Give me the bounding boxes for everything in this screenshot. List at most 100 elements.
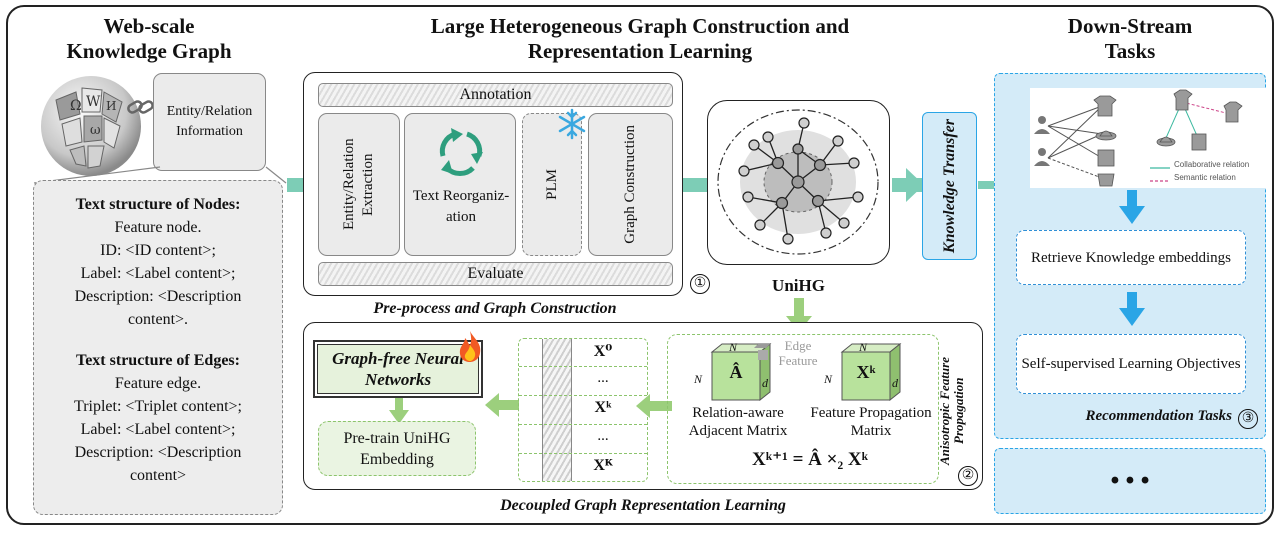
relation-aware-label: Relation-aware Adjacent Matrix	[688, 405, 788, 439]
x0-label: X⁰	[593, 343, 613, 360]
svg-text:ω: ω	[90, 123, 101, 138]
down-arrow-rec2	[1119, 292, 1145, 326]
flow-arrow-head	[906, 168, 924, 202]
step-3-badge: ③	[1238, 409, 1258, 429]
entity-extraction-text: Entity/Relation Extraction	[341, 138, 376, 231]
entity-extraction-box: Entity/Relation Extraction	[318, 113, 400, 256]
unihg-label: UniHG	[772, 276, 825, 295]
recycle-arrows-icon	[439, 128, 483, 176]
more-tasks-ellipsis: • • •	[1110, 467, 1150, 494]
middle-title: Large Heterogeneous Graph Construction a…	[300, 14, 980, 64]
graph-free-nn-text: Graph-free Neural Networks	[332, 349, 464, 389]
unihg-graph-box	[707, 100, 890, 265]
feature-stack-hatch	[542, 339, 572, 481]
user-item-graph	[1034, 89, 1243, 187]
svg-text:И: И	[106, 99, 116, 113]
ellipsis-label: ...	[597, 428, 609, 444]
left-title-line1: Web-scale	[103, 14, 195, 38]
left-arrow-xstack	[485, 393, 519, 417]
decoupled-caption: Decoupled Graph Representation Learning	[500, 497, 786, 514]
figure-frame	[6, 5, 1274, 525]
stack-divider	[519, 395, 647, 396]
step-2-badge: ②	[958, 466, 978, 486]
nodes-line: ID: <ID content>;	[100, 242, 216, 259]
cube-x-d: d	[892, 376, 898, 390]
edges-line: Label: <Label content>;	[80, 421, 236, 438]
knowledge-transfer-text: Knowledge Transfer	[940, 118, 958, 254]
evaluate-bar: Evaluate	[318, 262, 673, 286]
entity-relation-info-text: Entity/Relation Information	[166, 104, 253, 139]
propagation-formula: Xᵏ⁺¹ = Â ×₂ Xᵏ	[751, 449, 869, 470]
plm-text: PLM	[543, 169, 560, 200]
more-tasks-box: • • •	[994, 448, 1266, 514]
edges-line: Triplet: <Triplet content>;	[74, 398, 242, 415]
nodes-line: Feature node.	[114, 219, 202, 236]
link-icon	[127, 100, 154, 114]
selfsup-box: Self-supervised Learning Objectives	[1016, 334, 1246, 394]
evaluate-text: Evaluate	[467, 265, 524, 282]
down-arrow-rec1	[1119, 190, 1145, 224]
cube-x-n-top: N	[859, 340, 868, 354]
edges-line: Feature edge.	[114, 375, 202, 392]
feature-prop-label: Feature Propagation Matrix	[810, 405, 932, 439]
feature-cube	[840, 342, 902, 402]
nodes-heading: Text structure of Nodes:	[75, 196, 241, 213]
nodes-line: Description: <Description	[74, 288, 242, 305]
xk-label: Xᵏ	[594, 399, 612, 416]
wikipedia-globe-icon: Ω W И ω	[41, 76, 141, 176]
step-1-badge: ①	[690, 274, 710, 294]
rec-tasks-label: Recommendation Tasks	[1085, 408, 1232, 424]
svg-text:Ω: Ω	[70, 98, 82, 114]
stack-divider	[519, 453, 647, 454]
entity-relation-info-box: Entity/Relation Information	[153, 73, 266, 171]
edges-line: Description: <Description	[74, 444, 242, 461]
adjacency-symbol: Â	[729, 362, 743, 382]
left-title-line2: Knowledge Graph	[66, 39, 232, 63]
graph-free-nn-box: Graph-free Neural Networks	[313, 340, 483, 398]
anisotropic-label: Anisotropic Feature Propagation	[937, 357, 966, 465]
retrieve-text: Retrieve Knowledge embeddings	[1031, 249, 1231, 266]
right-title: Down-Stream Tasks	[995, 14, 1265, 64]
text-reorg-box: Text Reorganiz- ation	[404, 113, 516, 256]
left-title: Web-scale Knowledge Graph	[24, 14, 274, 64]
edge-feature-label: Edge Feature	[778, 338, 818, 368]
xK-label: Xᴷ	[593, 457, 613, 474]
anisotropic-label-wrap: Anisotropic Feature Propagation	[937, 338, 966, 484]
cube-x-n-left: N	[824, 372, 833, 386]
stack-divider	[519, 424, 647, 425]
graph-construction-box: Graph Construction	[588, 113, 673, 256]
preprocess-caption: Pre-process and Graph Construction	[373, 300, 617, 317]
feature-symbol: Xᵏ	[856, 362, 876, 382]
right-title-line1: Down-Stream	[1067, 14, 1193, 38]
middle-title-line2: Representation Learning	[527, 39, 753, 63]
annotation-text: Annotation	[459, 86, 532, 103]
nodes-line: Label: <Label content>;	[80, 265, 236, 282]
nodes-line: content>.	[127, 311, 189, 328]
legend-collab: Collaborative relation	[1174, 160, 1250, 169]
middle-title-line1: Large Heterogeneous Graph Construction a…	[430, 14, 850, 38]
text-reorg-text: Text Reorganiz- ation	[412, 188, 510, 225]
cube-a-d: d	[762, 376, 768, 390]
right-title-line2: Tasks	[1104, 39, 1156, 63]
stack-divider	[519, 366, 647, 367]
edges-heading: Text structure of Edges:	[76, 352, 240, 369]
legend-semantic: Semantic relation	[1174, 173, 1236, 182]
text-structure-panel: Text structure of Nodes: Feature node. I…	[33, 180, 283, 515]
flow-band-tasks	[978, 181, 996, 189]
knowledge-transfer-box: Knowledge Transfer	[922, 112, 977, 260]
edges-line: content>	[129, 467, 187, 484]
fire-icon	[459, 331, 481, 362]
retrieve-box: Retrieve Knowledge embeddings	[1016, 230, 1246, 285]
down-arrow-gfnn	[389, 398, 409, 424]
cube-a-n-left: N	[694, 372, 703, 386]
adjacency-cube	[710, 342, 772, 402]
svg-text:W: W	[86, 94, 101, 110]
pretrain-text: Pre-train UniHG Embedding	[343, 429, 451, 468]
pretrain-box: Pre-train UniHG Embedding	[318, 421, 476, 476]
unihg-graph	[717, 109, 879, 255]
annotation-bar: Annotation	[318, 83, 673, 107]
snowflake-icon	[558, 108, 586, 140]
rec-illustration	[1030, 88, 1266, 188]
propagation-area	[667, 334, 939, 484]
selfsup-text: Self-supervised Learning Objectives	[1021, 356, 1241, 372]
